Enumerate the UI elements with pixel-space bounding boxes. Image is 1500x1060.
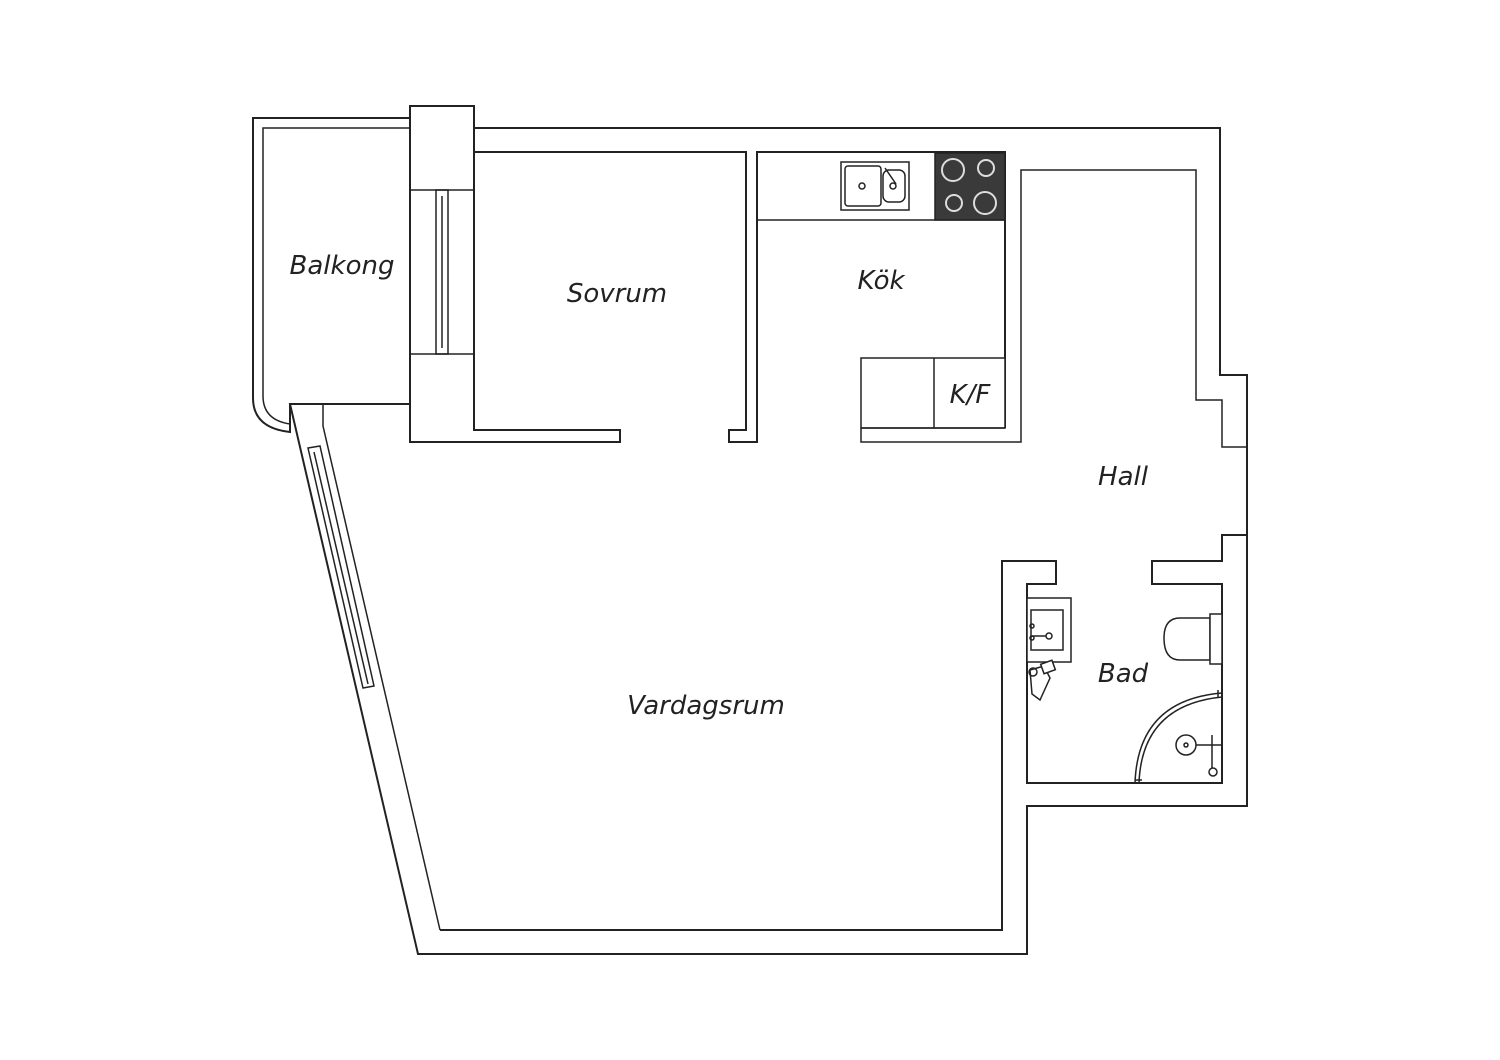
bedroom-walls: [474, 151, 1006, 443]
room-label-balcony: Balkong: [290, 251, 395, 281]
living-room-window: [307, 404, 441, 931]
living-room-inner-wall: [440, 534, 1247, 931]
hall-walls: [860, 169, 1247, 448]
toilet: [1163, 613, 1223, 665]
room-label-fridge-freezer: K/F: [950, 380, 992, 410]
room-label-bathroom: Bad: [1098, 659, 1149, 689]
bathroom-sink: [1026, 597, 1072, 663]
balcony-outline: [252, 117, 410, 434]
exterior-wall-outer: [288, 105, 1248, 955]
room-label-living-room: Vardagsrum: [627, 691, 785, 721]
kitchen-cabinets: [860, 357, 1006, 429]
shower: [1134, 690, 1223, 784]
room-label-hall: Hall: [1098, 462, 1149, 492]
kitchen-counter: [757, 161, 1005, 221]
bathroom-mixer: [1028, 659, 1057, 702]
stove: [934, 152, 1006, 221]
room-label-kitchen: Kök: [857, 266, 905, 296]
balcony-door: [410, 189, 474, 355]
room-label-bedroom: Sovrum: [567, 279, 667, 309]
